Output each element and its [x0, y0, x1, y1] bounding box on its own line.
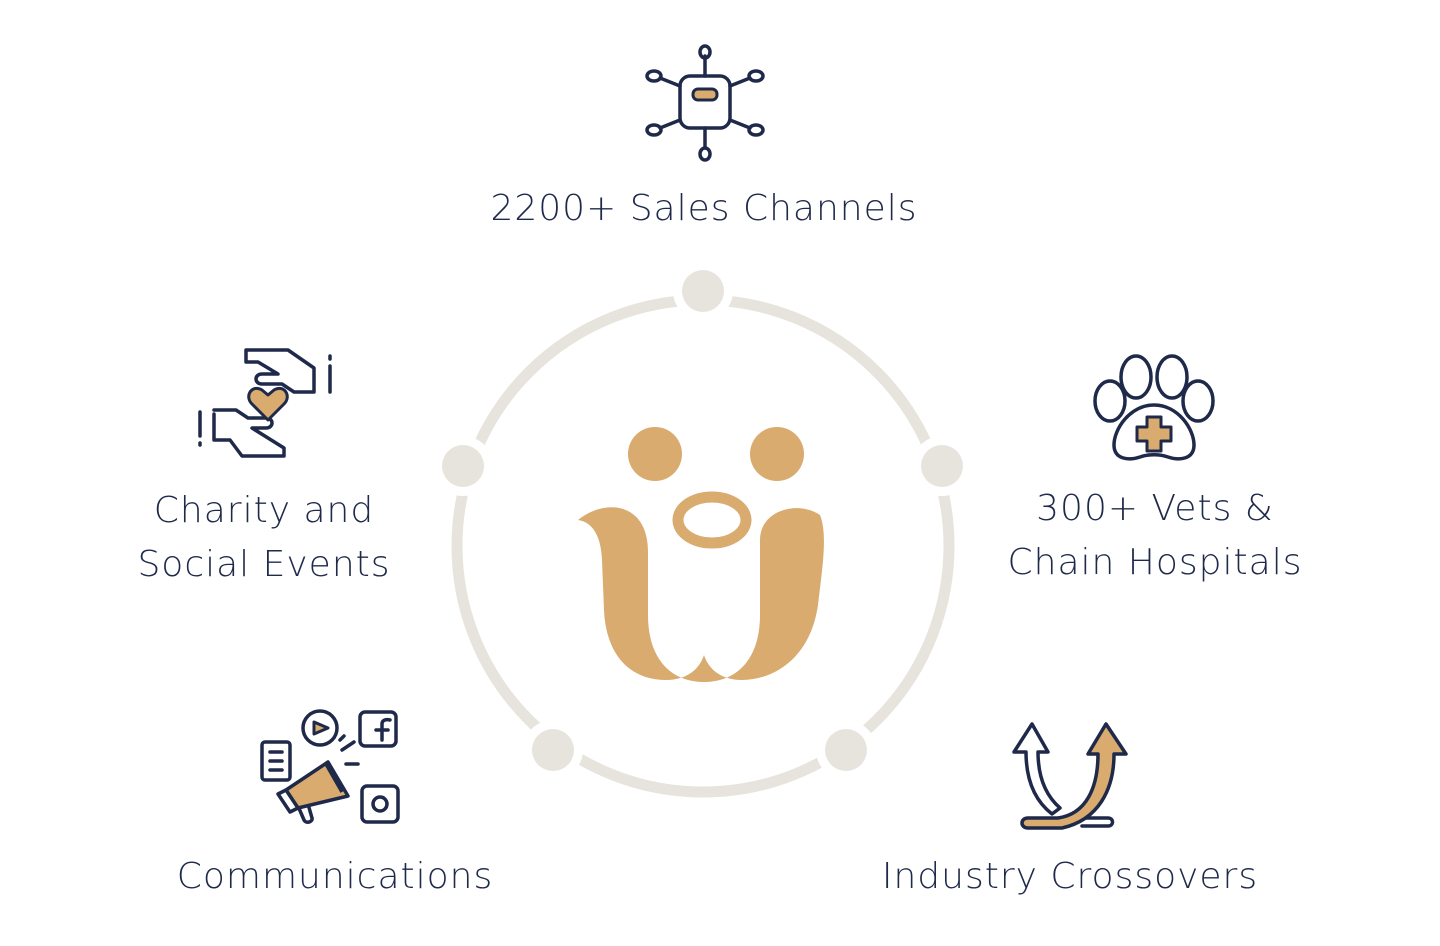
label-charity-line-1: Charity and	[153, 490, 375, 531]
megaphone-social-icon	[260, 709, 400, 824]
hands-heart-icon	[198, 348, 332, 458]
paw-medical-cross-icon	[1093, 354, 1215, 461]
label-vets-hospitals: 300+ Vets & Chain Hospitals	[980, 482, 1330, 590]
network-hub-icon	[645, 44, 765, 162]
paw-w-logo-icon	[578, 427, 824, 682]
label-communications-line-1: Communications	[176, 856, 494, 897]
ring-dot-bottom-left	[532, 729, 574, 771]
label-industry-line-1: Industry Crossovers	[881, 856, 1259, 897]
ring-dot-top	[682, 270, 724, 312]
label-communications: Communications	[150, 850, 520, 904]
label-charity-events: Charity and Social Events	[104, 484, 424, 592]
ring-dot-bottom-right	[825, 729, 867, 771]
crossing-arrows-icon	[1012, 722, 1128, 830]
label-industry-crossovers: Industry Crossovers	[860, 850, 1280, 904]
label-charity-line-2: Social Events	[137, 544, 391, 585]
ring-dot-left	[442, 445, 484, 487]
label-sales-line-1: 2200+ Sales Channels	[490, 188, 918, 229]
label-sales-channels: 2200+ Sales Channels	[454, 182, 954, 236]
label-vets-line-1: 300+ Vets &	[1036, 488, 1274, 529]
label-vets-line-2: Chain Hospitals	[1007, 542, 1303, 583]
ring-dot-right	[921, 445, 963, 487]
